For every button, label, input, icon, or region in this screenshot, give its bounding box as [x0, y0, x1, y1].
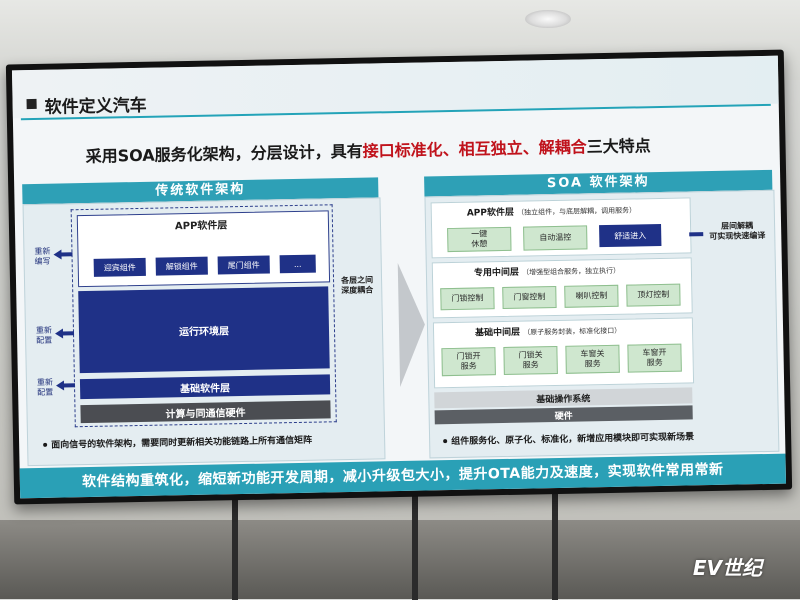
soa-base-label-text: 基础中间层	[475, 328, 520, 339]
slide-subtitle: 采用SOA服务化架构，分层设计，具有接口标准化、相互独立、解耦合三大特点	[85, 131, 725, 167]
arrow-shaft	[60, 252, 72, 256]
soa-decoupling-note: 层间解耦 可实现快速编译	[701, 221, 773, 242]
base-item-window-open: 车窗开 服务	[627, 344, 682, 373]
base-item-lock-open: 门锁开 服务	[441, 347, 496, 376]
soa-app-note: （独立组件，与底层解耦，调用服务）	[517, 206, 636, 216]
title-square-icon	[27, 99, 37, 109]
component-more: ...	[280, 255, 316, 274]
app-item-comfort-entry: 舒适进入	[599, 224, 661, 247]
arrow-shaft	[63, 383, 75, 387]
app-item-climate: 自动温控	[523, 225, 587, 250]
bullet-dot	[43, 443, 47, 447]
special-item-horn: 喇叭控制	[564, 285, 618, 308]
coupling-note: 各层之间 深度耦合	[334, 275, 380, 296]
runtime-layer: 运行环境层	[78, 286, 330, 373]
component-unlock: 解锁组件	[156, 257, 208, 276]
tv-display: 软件定义汽车 采用SOA服务化架构，分层设计，具有接口标准化、相互独立、解耦合三…	[6, 50, 792, 505]
soa-base-note: （原子服务封装，标准化接口）	[523, 327, 621, 337]
slide: 软件定义汽车 采用SOA服务化架构，分层设计，具有接口标准化、相互独立、解耦合三…	[12, 56, 786, 499]
soa-special-note: （增强型组合服务，独立执行）	[522, 267, 620, 277]
transition-arrow-icon	[398, 263, 426, 387]
slide-title: 软件定义汽车	[44, 91, 146, 118]
ceiling-light	[525, 10, 571, 28]
base-item-window-close: 车窗关 服务	[565, 345, 620, 374]
arrow-shaft	[62, 331, 74, 335]
special-item-window: 门窗控制	[502, 286, 556, 309]
floor	[0, 520, 800, 599]
soa-app-label-text: APP软件层	[467, 208, 514, 219]
component-tailgate: 尾门组件	[218, 255, 270, 274]
special-item-dome-light: 顶灯控制	[626, 284, 680, 307]
app-layer-label: APP软件层	[175, 216, 228, 232]
watermark-logo: EV世纪	[693, 552, 762, 581]
special-item-door-lock: 门锁控制	[440, 287, 494, 310]
soa-special-label-text: 专用中间层	[474, 268, 519, 279]
base-item-lock-close: 门锁关 服务	[503, 346, 558, 375]
bullet-dot	[443, 439, 447, 443]
subtitle-part: 采用SOA服务化架构，分层设计，具有	[85, 142, 362, 166]
subtitle-part: 三大特点	[586, 136, 650, 156]
app-item-rest: 一键 休憩	[447, 227, 511, 252]
component-welcome: 迎宾组件	[94, 258, 146, 277]
subtitle-highlight: 接口标准化、相互独立、解耦合	[362, 137, 586, 160]
